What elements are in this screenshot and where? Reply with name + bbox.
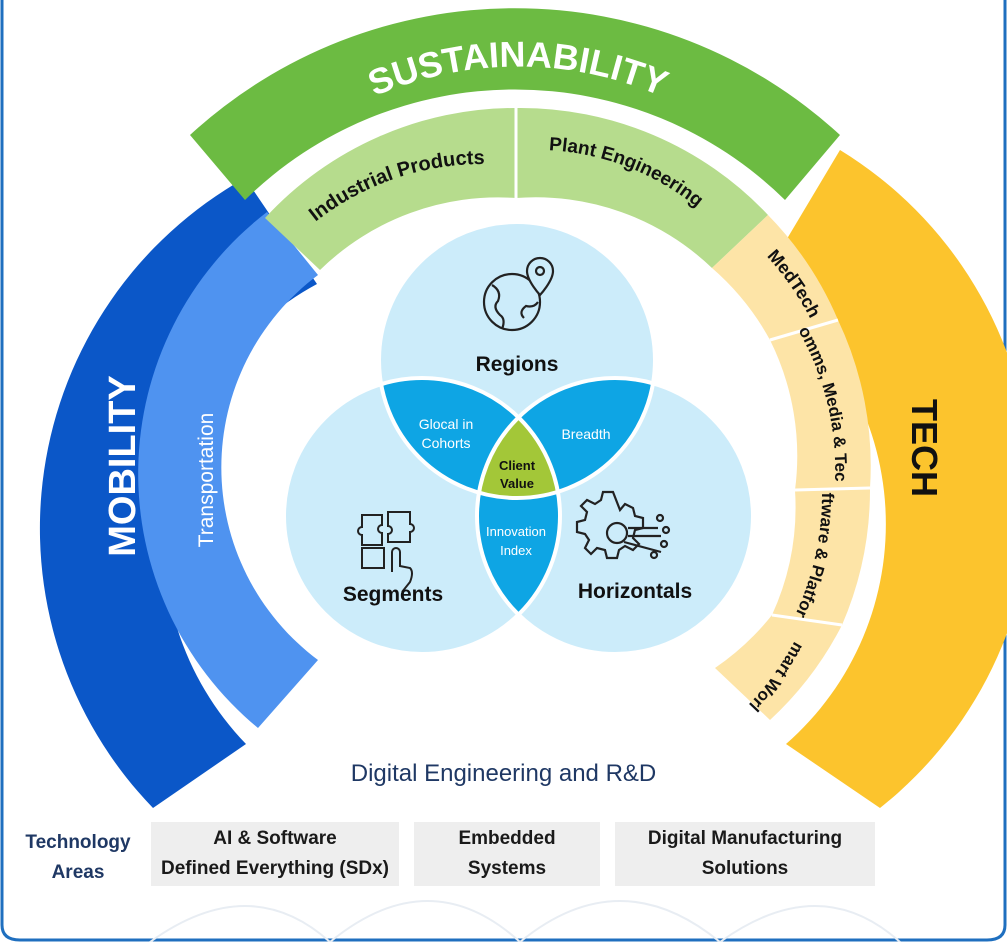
gear-network-icon: [575, 490, 671, 560]
tech-segments: [712, 215, 871, 720]
comms-media-tech-arc: [770, 320, 871, 490]
segments-label: Segments: [343, 583, 443, 606]
smart-world-arc: [715, 615, 842, 720]
horizontals-label: Horizontals: [578, 580, 692, 603]
tech-area-embedded: Embedded Systems: [414, 822, 600, 886]
tech-area-digital-manufacturing: Digital Manufacturing Solutions: [615, 822, 875, 886]
innovation-label-line1: Innovation: [486, 524, 546, 539]
venn-diagram: [282, 220, 755, 656]
transportation-label: Transportation: [195, 413, 218, 548]
transportation-arc: [138, 212, 318, 728]
client-value-line1: Client: [499, 458, 536, 473]
client-value-line2: Value: [500, 476, 534, 491]
puzzle-hand-icon: [357, 511, 415, 593]
regions-label: Regions: [476, 353, 559, 376]
mobility-label: MOBILITY: [102, 375, 144, 557]
tech-label: TECH: [904, 399, 945, 497]
breadth-label: Breadth: [561, 426, 610, 442]
plant-engineering-arc: [516, 107, 768, 268]
tech-area-ai-sdx: AI & Software Defined Everything (SDx): [151, 822, 399, 886]
industrial-products-arc: [265, 107, 516, 270]
medtech-arc: [712, 215, 838, 340]
overlap-regions-horizontals: [477, 378, 655, 498]
innovation-label-line2: Index: [500, 543, 532, 558]
sustainability-arc: [190, 8, 840, 201]
glocal-label-line1: Glocal in: [419, 416, 473, 432]
glocal-label-line2: Cohorts: [421, 435, 470, 451]
globe-pin-icon: [482, 256, 555, 332]
overlap-regions-segments: [379, 378, 560, 498]
tagline: Digital Engineering and R&D: [350, 760, 657, 787]
software-platforms-arc: [772, 488, 871, 625]
background-lines: [149, 900, 901, 943]
